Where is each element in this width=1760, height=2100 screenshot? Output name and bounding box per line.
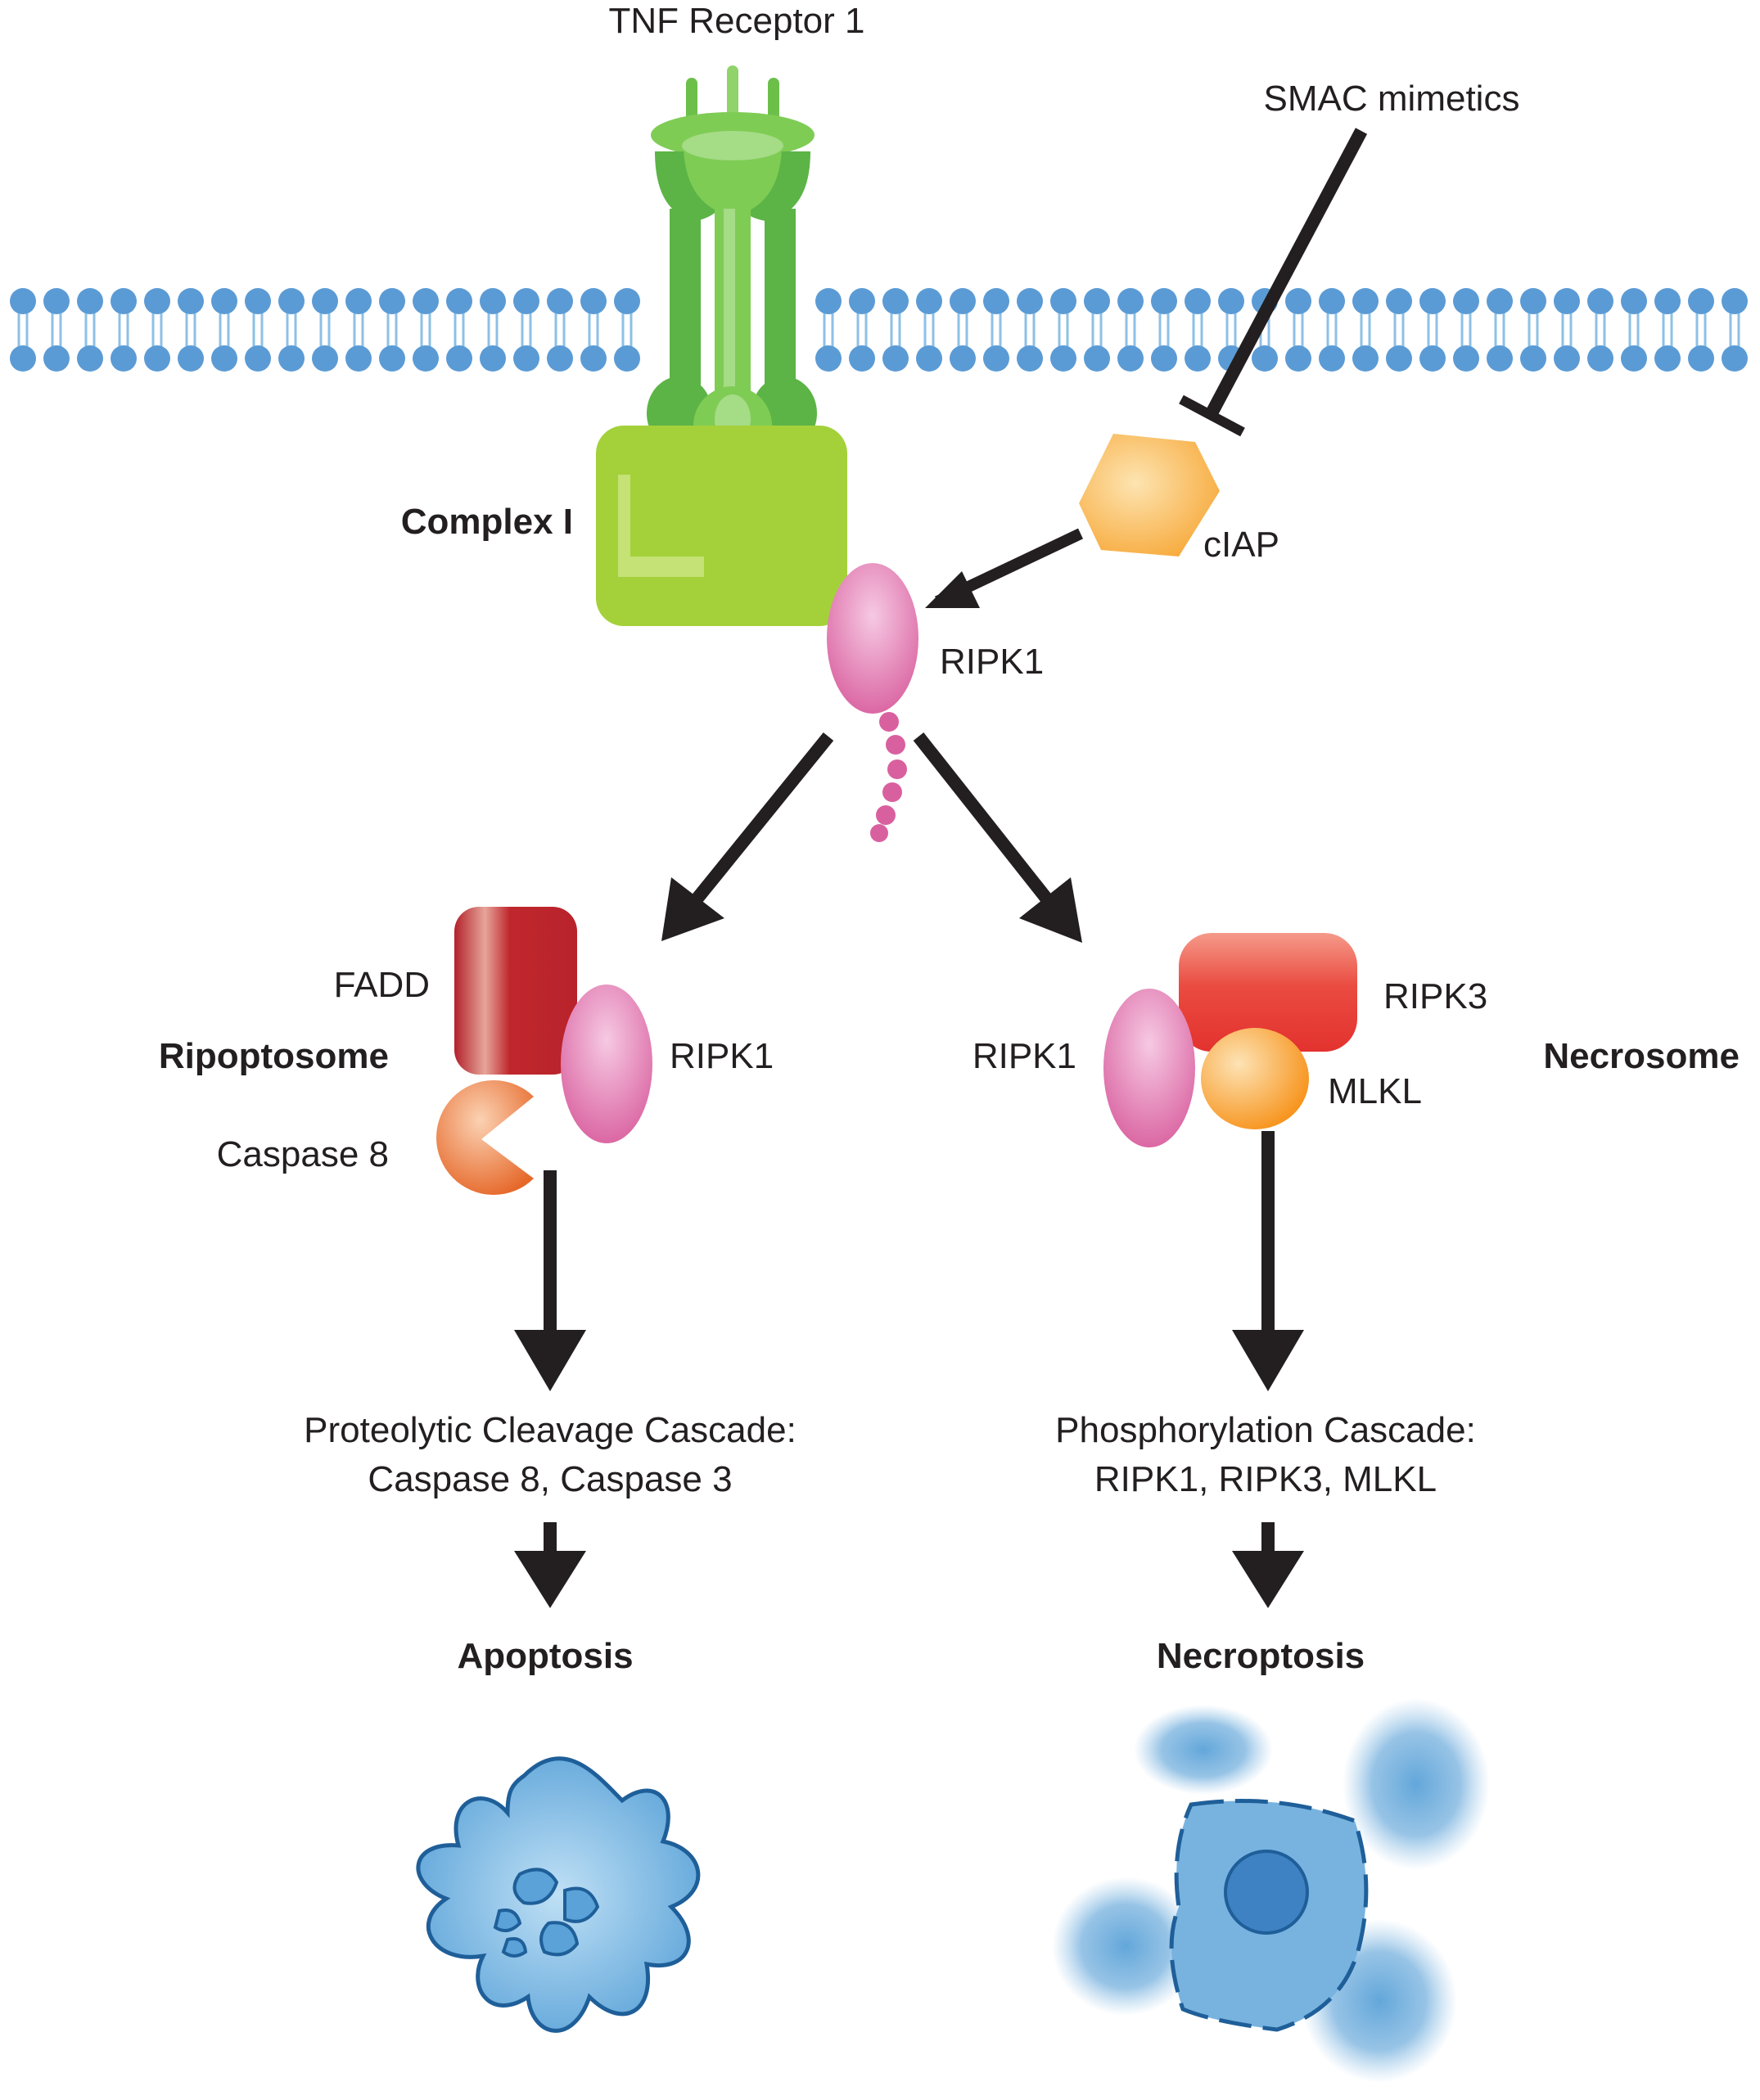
label-ripoptosome: Ripoptosome [159, 1036, 389, 1076]
label-caspase8: Caspase 8 [217, 1134, 389, 1174]
arrow-to-necrosome [913, 732, 1082, 943]
ripk1-left-shape [561, 985, 652, 1143]
lipid-pair [1453, 288, 1479, 372]
lipid-pair [1117, 288, 1144, 372]
label-mlkl: MLKL [1328, 1071, 1422, 1111]
lipid-pair [1654, 288, 1681, 372]
lipid-pair [1352, 288, 1379, 372]
label-smac-mimetics: SMAC mimetics [1264, 79, 1520, 119]
fadd-shape [454, 907, 577, 1075]
complex-i-shape [596, 426, 847, 626]
lipid-pair [1050, 288, 1076, 372]
lipid-pair [1419, 288, 1446, 372]
lipid-pair [1722, 288, 1748, 372]
lipid-pair [815, 288, 842, 372]
arrow-to-phospho [1232, 1131, 1304, 1391]
lipid-pair [1520, 288, 1546, 372]
label-ripk1-top: RIPK1 [940, 642, 1044, 682]
lipid-pair [211, 288, 237, 372]
lipid-pair [43, 288, 70, 372]
ripk1-right-shape [1103, 989, 1195, 1147]
lipid-pair [480, 288, 506, 372]
ripk1-top-shape [827, 563, 918, 842]
caspase8-shape [436, 1080, 534, 1196]
label-ciap: cIAP [1203, 525, 1279, 565]
arrow-to-necroptosis [1232, 1522, 1304, 1608]
lipid-pair [278, 288, 305, 372]
label-ripk3: RIPK3 [1383, 976, 1487, 1016]
label-phospho-line1: Phosphorylation Cascade: [1055, 1410, 1476, 1450]
label-phospho-line2: RIPK1, RIPK3, MLKL [1094, 1459, 1437, 1499]
lipid-pair [1554, 288, 1580, 372]
label-fadd: FADD [334, 965, 430, 1005]
lipid-pair [1621, 288, 1647, 372]
label-ripk1-right: RIPK1 [973, 1036, 1076, 1076]
arrow-to-ripoptosome [661, 732, 834, 941]
lipid-pair [446, 288, 472, 372]
lipid-pair [379, 288, 405, 372]
lipid-pair [245, 288, 271, 372]
lipid-pair [849, 288, 875, 372]
lipid-pair [144, 288, 170, 372]
lipid-pair [916, 288, 942, 372]
necroptotic-cell [1052, 1698, 1490, 2083]
tnf-receptor [647, 65, 817, 465]
lipid-pair [1185, 288, 1211, 372]
arrow-to-proteolytic [514, 1170, 586, 1391]
arrow-to-apoptosis [514, 1522, 586, 1608]
label-tnf-receptor: TNF Receptor 1 [609, 1, 865, 41]
mlkl-shape [1201, 1028, 1309, 1129]
lipid-pair [1319, 288, 1345, 372]
lipid-pair [111, 288, 137, 372]
lipid-pair [10, 288, 36, 372]
lipid-pair [1587, 288, 1613, 372]
lipid-pair [1151, 288, 1177, 372]
ripk3-shape [1179, 933, 1357, 1052]
lipid-pair [1487, 288, 1513, 372]
label-necrosome: Necrosome [1543, 1036, 1740, 1076]
lipid-pair [882, 288, 909, 372]
label-proteolytic-line2: Caspase 8, Caspase 3 [368, 1459, 732, 1499]
lipid-pair [413, 288, 439, 372]
ripoptosome-complex [436, 907, 652, 1196]
lipid-pair [513, 288, 539, 372]
lipid-pair [77, 288, 103, 372]
ciap-shape [1079, 434, 1220, 557]
lipid-pair [1386, 288, 1412, 372]
lipid-pair [178, 288, 204, 372]
label-apoptosis: Apoptosis [457, 1636, 633, 1676]
necrosome-complex [1103, 933, 1357, 1147]
lipid-pair [1084, 288, 1110, 372]
label-necroptosis: Necroptosis [1157, 1636, 1365, 1676]
cell-membrane [10, 288, 1748, 372]
lipid-pair [345, 288, 372, 372]
smac-inhibition [1179, 128, 1368, 437]
lipid-pair [312, 288, 338, 372]
lipid-pair [983, 288, 1009, 372]
lipid-pair [614, 288, 640, 372]
label-ripk1-left: RIPK1 [670, 1036, 774, 1076]
label-complex-i: Complex I [401, 502, 573, 542]
label-proteolytic-line1: Proteolytic Cleavage Cascade: [304, 1410, 797, 1450]
lipid-pair [580, 288, 607, 372]
apoptotic-cell [416, 1756, 701, 2033]
lipid-pair [547, 288, 573, 372]
lipid-pair [950, 288, 976, 372]
lipid-pair [1017, 288, 1043, 372]
lipid-pair [1285, 288, 1311, 372]
lipid-pair [1688, 288, 1714, 372]
